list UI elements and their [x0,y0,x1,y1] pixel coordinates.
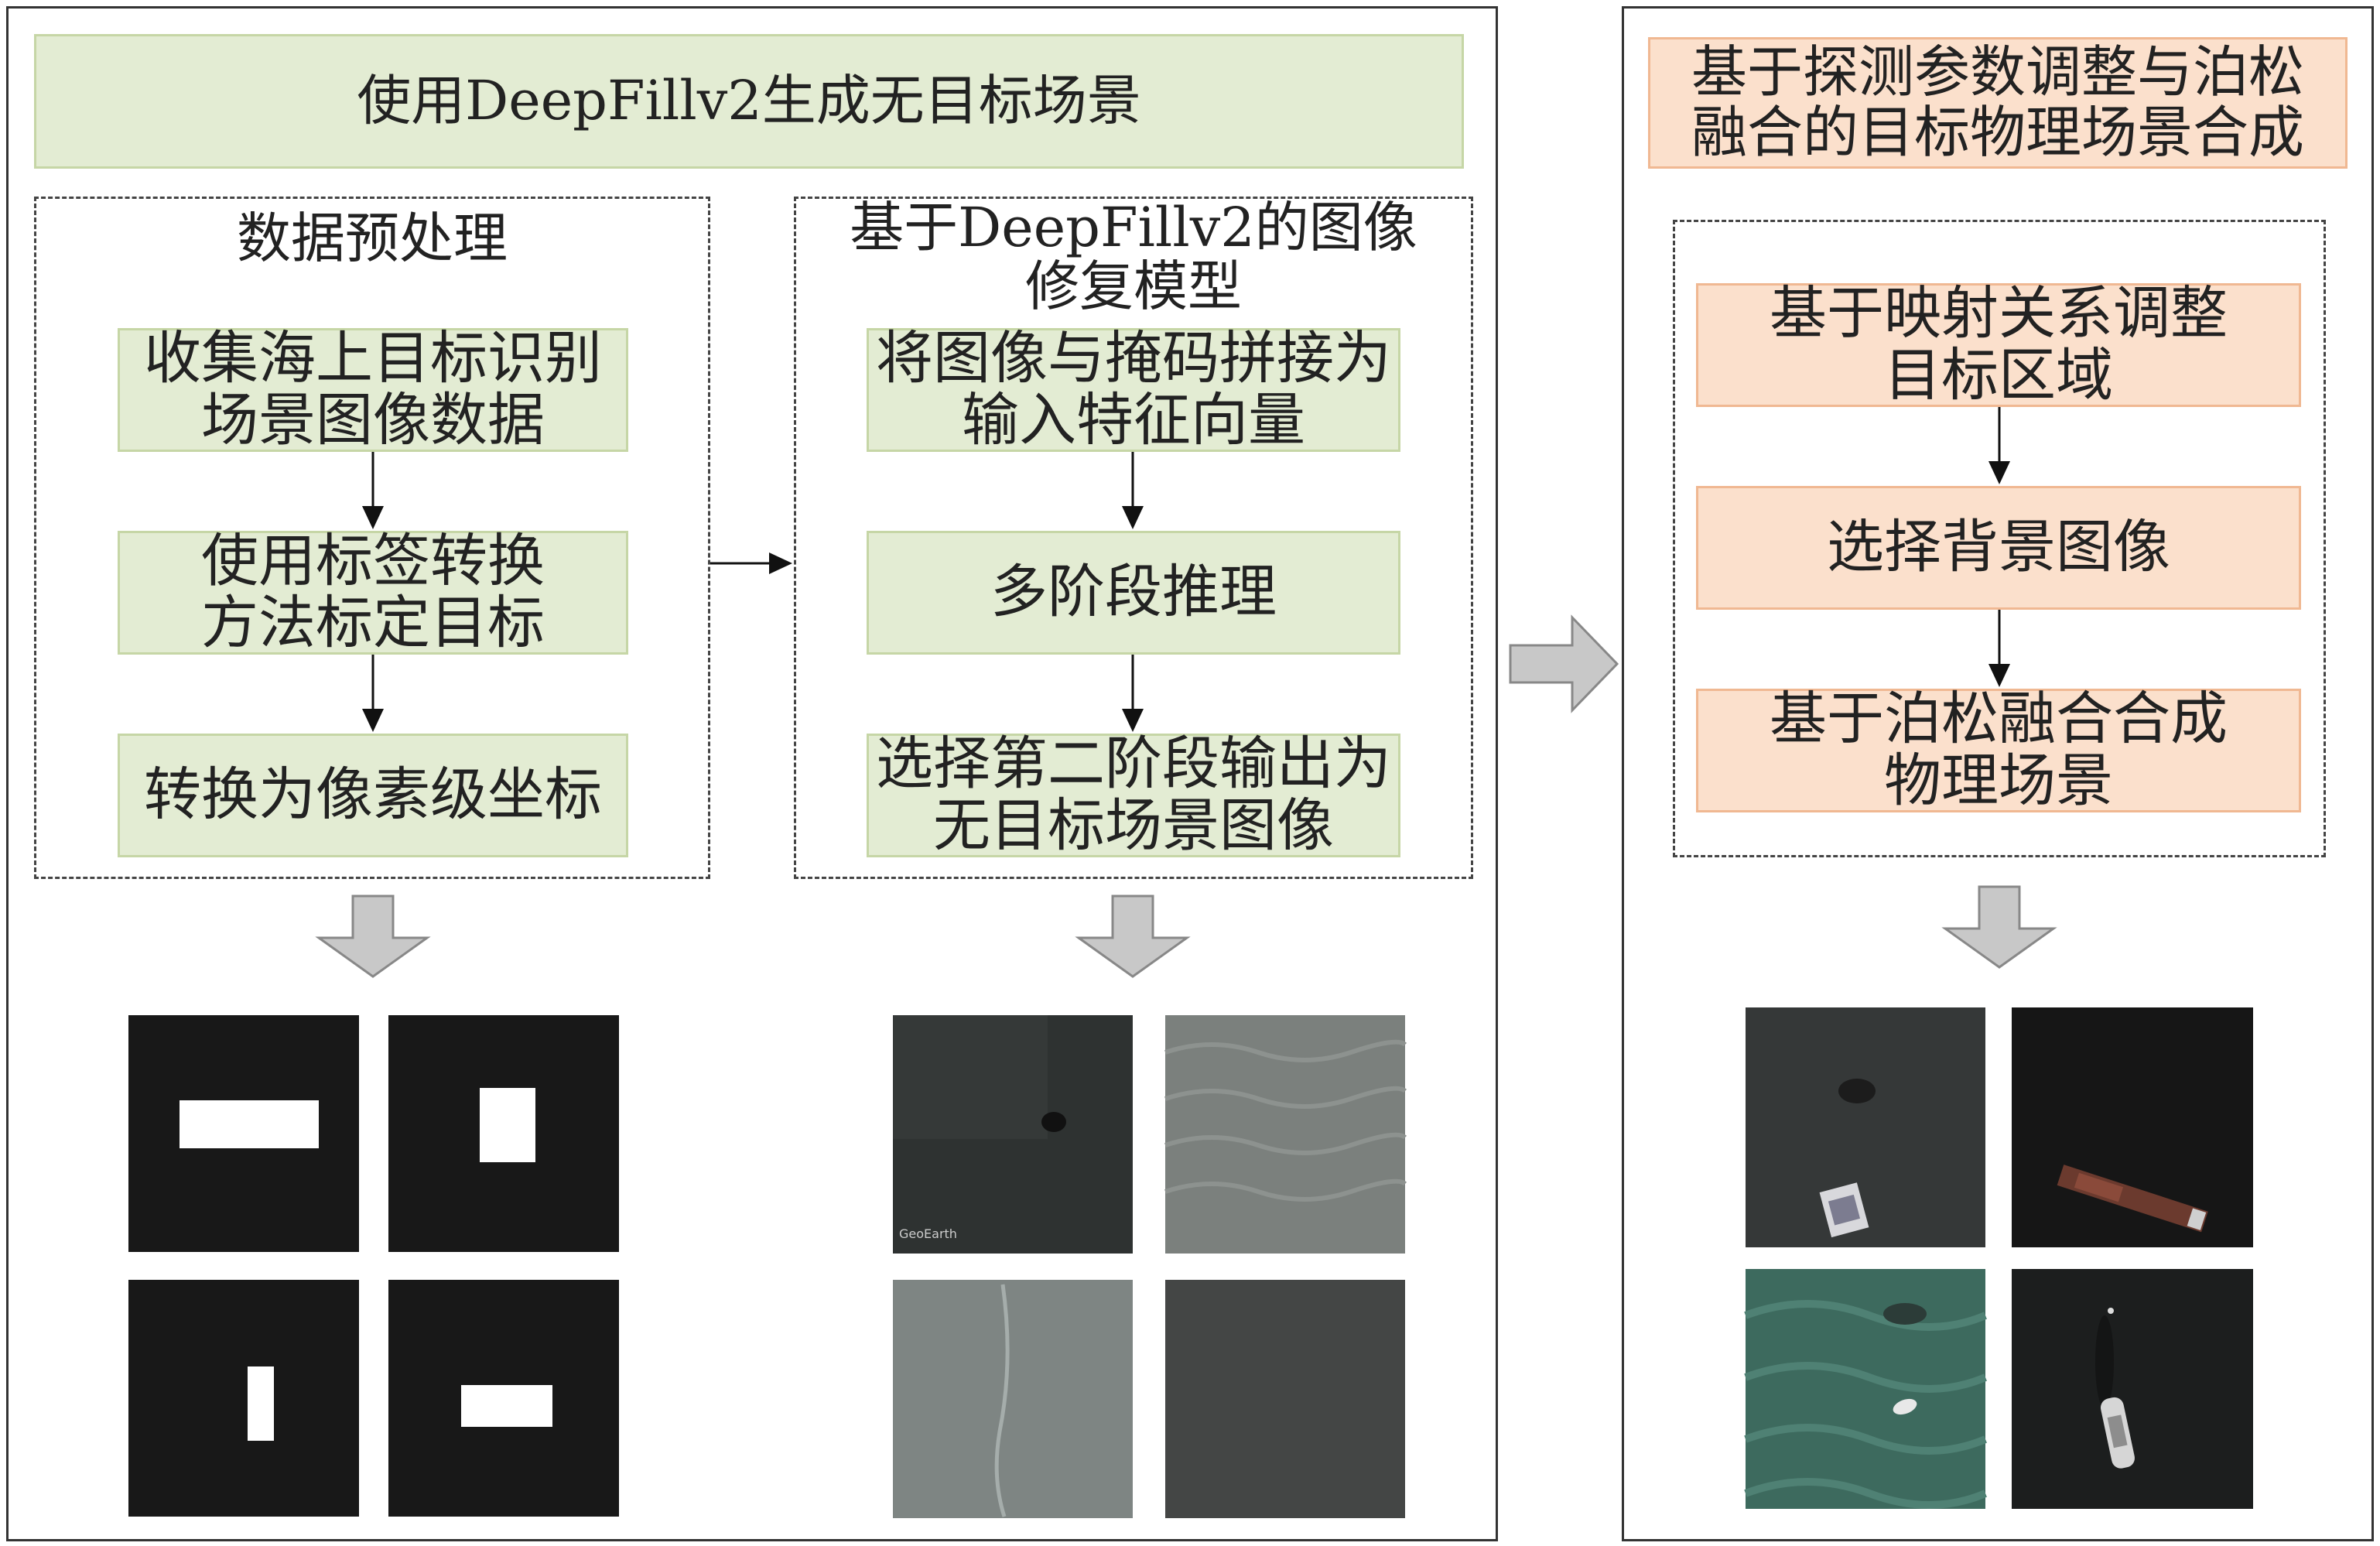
inpaint-group [794,197,1473,879]
mask-image-3 [128,1280,359,1517]
synthesized-image-2 [2012,1007,2253,1247]
inpaint-step-3: 选择第二阶段输出为 无目标场景图像 [867,733,1400,857]
inpainted-image-4 [1165,1280,1405,1518]
inpainted-image-1: GeoEarth [893,1015,1133,1254]
inpaint-step-2: 多阶段推理 [867,531,1400,655]
inpaint-title: 基于DeepFillv2的图像 修复模型 [850,196,1417,318]
synthesis-step-2: 选择背景图像 [1696,486,2301,610]
synthesis-step-1: 基于映射关系调整 目标区域 [1696,282,2301,407]
preprocess-group [34,197,710,879]
preprocess-title: 数据预处理 [237,207,508,271]
block-arrow-masks [315,894,431,978]
mask-image-2 [388,1015,619,1252]
inpainted-image-3 [893,1280,1133,1518]
arrow-preprocess-2-3 [362,655,384,732]
preprocess-step-2: 使用标签转换 方法标定目标 [118,530,628,655]
inpaint-step-1: 将图像与掩码拼接为 输入特征向量 [867,327,1400,452]
arrow-preprocess-to-inpaint [710,552,792,574]
arrow-inpaint-1-2 [1122,452,1144,529]
arrow-preprocess-1-2 [362,452,384,529]
arrow-synthesis-2-3 [1988,610,2010,687]
mask-image-4 [388,1280,619,1517]
arrow-inpaint-2-3 [1122,655,1144,732]
svg-text:GeoEarth: GeoEarth [899,1226,957,1241]
synthesized-image-4 [2012,1269,2253,1509]
block-arrow-left-to-right [1509,614,1619,713]
preprocess-step-1: 收集海上目标识别 场景图像数据 [118,327,628,452]
synthesized-image-3 [1744,1269,1987,1509]
arrow-synthesis-1-2 [1988,407,2010,484]
synthesis-group [1673,220,2326,857]
right-panel-title: 基于探测参数调整与泊松 融合的目标物理场景合成 [1648,37,2348,169]
block-arrow-inpainted [1075,894,1191,978]
left-panel-title: 使用DeepFillv2生成无目标场景 [34,34,1464,169]
block-arrow-synthesized [1941,885,2057,969]
synthesized-image-1 [1746,1007,1985,1247]
synthesis-step-3: 基于泊松融合合成 物理场景 [1696,688,2301,812]
preprocess-step-3: 转换为像素级坐标 [118,734,628,857]
inpainted-image-2 [1164,1015,1407,1254]
mask-image-1 [128,1015,359,1252]
